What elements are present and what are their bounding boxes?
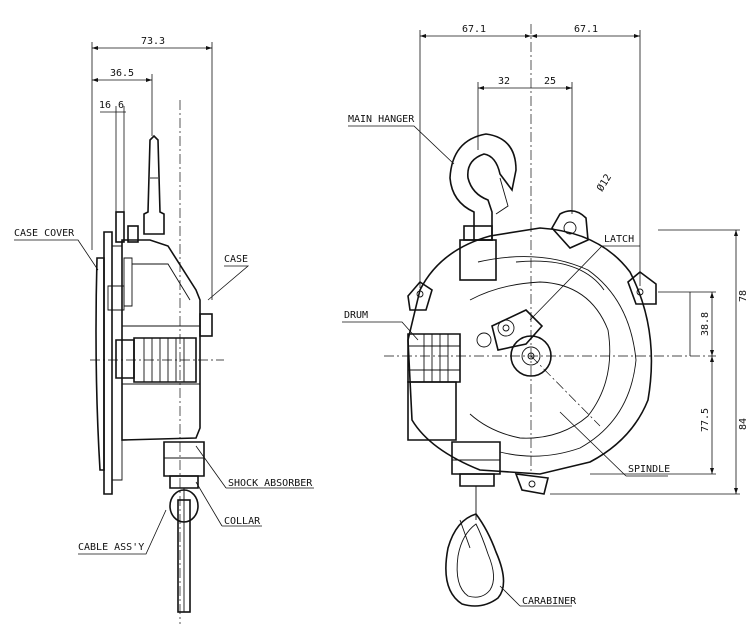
label-spindle: SPINDLE: [628, 464, 670, 475]
side-view: [90, 100, 224, 624]
dim-right-lower: 77.5: [700, 408, 711, 432]
label-drum: DRUM: [344, 310, 368, 321]
case-body-outline: [121, 239, 201, 441]
dimension-lines: [91, 30, 740, 495]
shock-absorber-front: [451, 441, 501, 475]
dim-side-a: 16: [99, 100, 111, 111]
case-cover-outline: [103, 231, 113, 495]
dimension-arrows: [92, 34, 738, 494]
dimension-values: 73.3 36.5 16 6 67.1 67.1 32 25 Ø12 78 38…: [99, 24, 749, 432]
drum-front-outline: [407, 333, 461, 383]
latch-outline: [491, 309, 544, 351]
label-shock-absorber: SHOCK ABSORBER: [228, 478, 313, 489]
dim-right-mid: 38.8: [700, 312, 711, 336]
drum-side-outline: [115, 339, 135, 379]
label-collar: COLLAR: [224, 516, 261, 527]
dim-front-hook-left: 32: [498, 76, 510, 87]
label-case: CASE: [224, 254, 248, 265]
dim-side-b: 6: [118, 100, 124, 111]
label-main-hanger: MAIN HANGER: [348, 114, 415, 125]
label-latch: LATCH: [604, 234, 634, 245]
leader-lines: [14, 125, 668, 607]
label-carabiner: CARABINER: [522, 596, 577, 607]
dim-front-hook-right: 25: [544, 76, 556, 87]
carabiner-outline: [445, 513, 505, 607]
dim-hole-diameter: Ø12: [594, 172, 614, 194]
main-hanger-hook: [449, 133, 517, 241]
dim-front-left-half: 67.1: [462, 24, 486, 35]
label-case-cover: CASE COVER: [14, 228, 75, 239]
hook-side-outline: [143, 134, 165, 235]
dim-side-half: 36.5: [110, 68, 134, 79]
front-body-outline: [407, 227, 653, 475]
dim-front-right-half: 67.1: [574, 24, 598, 35]
part-labels: CASE COVER CASE SHOCK ABSORBER COLLAR CA…: [14, 114, 670, 607]
dim-right-total: 84: [738, 418, 749, 430]
dim-side-overall: 73.3: [141, 36, 165, 47]
label-cable-assy: CABLE ASS'Y: [78, 542, 144, 553]
shock-absorber-side: [163, 441, 205, 477]
dim-right-upper: 78: [738, 290, 749, 302]
front-view: [384, 24, 716, 607]
